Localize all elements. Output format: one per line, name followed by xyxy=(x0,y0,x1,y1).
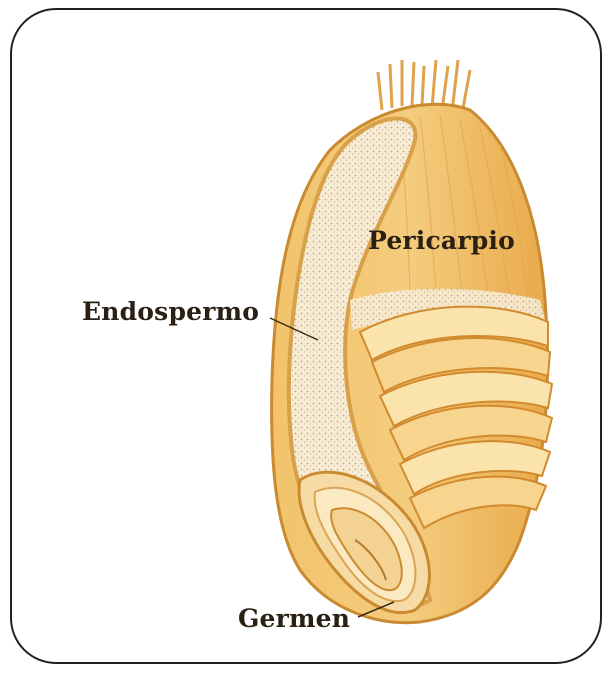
label-endospermo: Endospermo xyxy=(82,297,259,326)
label-germen: Germen xyxy=(238,604,350,633)
label-pericarpio: Pericarpio xyxy=(368,226,515,255)
